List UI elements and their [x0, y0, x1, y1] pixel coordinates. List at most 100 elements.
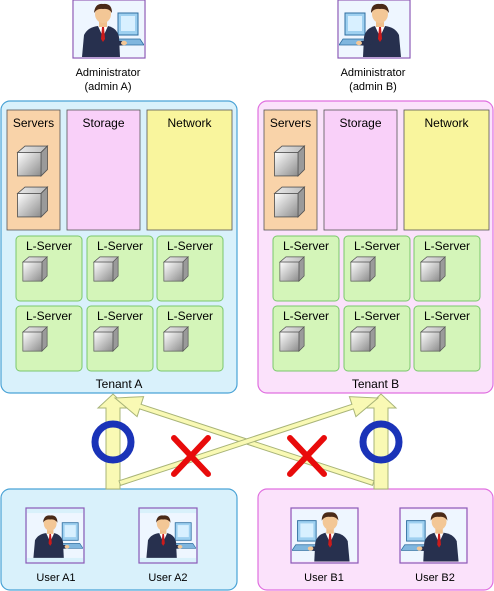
- lserver-box: [15, 305, 83, 372]
- lserver: L-Server: [343, 305, 411, 372]
- user-a1: User A1: [25, 507, 85, 584]
- server-icon: [274, 186, 305, 218]
- user-a1-icon: [27, 512, 83, 559]
- server-icon: [279, 256, 305, 282]
- allowed-circle-icon: [91, 420, 135, 464]
- server-icon: [17, 186, 48, 218]
- lserver-label: L-Server: [97, 309, 143, 323]
- admin-b-title: Administrator: [341, 67, 406, 79]
- lserver-label: L-Server: [167, 309, 213, 323]
- lserver-label: L-Server: [424, 309, 470, 323]
- lserver-box: [156, 235, 224, 302]
- tenant-a-label: Tenant A: [96, 377, 143, 391]
- admin-b-name: (admin B): [349, 81, 397, 93]
- network-pool-label: Network: [167, 116, 212, 130]
- servers-pool-label: Servers: [270, 116, 311, 130]
- server-icon: [350, 326, 376, 352]
- lserver-label: L-Server: [283, 309, 329, 323]
- storage-pool-label: Storage: [82, 116, 124, 130]
- admin-a-frame: [72, 0, 146, 59]
- lserver-box: [413, 235, 481, 302]
- user-a2-frame: [138, 507, 198, 564]
- lserver: L-Server: [413, 305, 481, 372]
- denied-cross-icon: [171, 435, 211, 477]
- lserver: L-Server: [86, 305, 154, 372]
- admin-a-icon: [74, 1, 144, 57]
- network-pool-label: Network: [424, 116, 469, 130]
- servers-pool-label: Servers: [13, 116, 54, 130]
- lserver: L-Server: [15, 235, 83, 302]
- network-pool-box: [146, 109, 233, 231]
- lserver-box: [86, 235, 154, 302]
- user-a2-label: User A2: [148, 572, 187, 584]
- server-icon: [93, 326, 119, 352]
- lserver: L-Server: [272, 305, 340, 372]
- access-arrows: [96, 393, 398, 490]
- servers-pool: Servers: [263, 109, 318, 231]
- user-b1: User B1: [290, 507, 359, 584]
- lserver-box: [272, 305, 340, 372]
- arrow-users-b-to-tenant-b: [364, 393, 398, 490]
- admin-b-frame: [337, 0, 411, 59]
- user-b2-icon: [401, 510, 466, 562]
- lserver-label: L-Server: [424, 239, 470, 253]
- server-icon: [279, 326, 305, 352]
- user-a1-label: User A1: [36, 572, 75, 584]
- lserver: L-Server: [272, 235, 340, 302]
- lserver-box: [343, 235, 411, 302]
- server-icon: [274, 145, 305, 177]
- server-icon: [22, 256, 48, 282]
- lserver: L-Server: [156, 235, 224, 302]
- server-icon: [163, 326, 189, 352]
- arrow-users-a-to-tenant-a: [96, 393, 130, 490]
- lserver: L-Server: [86, 235, 154, 302]
- lserver: L-Server: [156, 305, 224, 372]
- user-a2-icon: [140, 512, 196, 559]
- user-b2-label: User B2: [415, 572, 455, 584]
- network-pool: Network: [403, 109, 490, 231]
- admin-b: Administrator (admin B): [337, 0, 411, 93]
- admin-b-icon: [339, 1, 409, 57]
- lserver: L-Server: [413, 235, 481, 302]
- lserver-label: L-Server: [26, 309, 72, 323]
- lserver-box: [272, 235, 340, 302]
- server-icon: [17, 145, 48, 177]
- user-a1-frame: [25, 507, 85, 564]
- user-b2: User B2: [399, 507, 468, 584]
- server-icon: [350, 256, 376, 282]
- user-b2-frame: [399, 507, 468, 564]
- user-a2: User A2: [138, 507, 198, 584]
- allowed-circle-icon: [359, 420, 403, 464]
- storage-pool: Storage: [66, 109, 141, 231]
- admin-a: Administrator (admin A): [72, 0, 146, 93]
- user-b1-frame: [290, 507, 359, 564]
- lserver-box: [413, 305, 481, 372]
- server-icon: [163, 256, 189, 282]
- servers-pool: Servers: [6, 109, 61, 231]
- lserver-label: L-Server: [167, 239, 213, 253]
- server-icon: [420, 256, 446, 282]
- server-icon: [93, 256, 119, 282]
- storage-pool-box: [323, 109, 398, 231]
- lserver-box: [86, 305, 154, 372]
- lserver-box: [156, 305, 224, 372]
- network-pool: Network: [146, 109, 233, 231]
- user-b1-icon: [292, 510, 357, 562]
- tenant-b-label: Tenant B: [352, 377, 399, 391]
- lserver-box: [343, 305, 411, 372]
- lserver-label: L-Server: [97, 239, 143, 253]
- lserver-label: L-Server: [354, 309, 400, 323]
- server-icon: [420, 326, 446, 352]
- lserver: L-Server: [343, 235, 411, 302]
- lserver-label: L-Server: [26, 239, 72, 253]
- server-icon: [22, 326, 48, 352]
- denied-cross-icon: [287, 435, 327, 477]
- lserver-label: L-Server: [283, 239, 329, 253]
- network-pool-box: [403, 109, 490, 231]
- user-b1-label: User B1: [304, 572, 344, 584]
- lserver: L-Server: [15, 305, 83, 372]
- lserver-box: [15, 235, 83, 302]
